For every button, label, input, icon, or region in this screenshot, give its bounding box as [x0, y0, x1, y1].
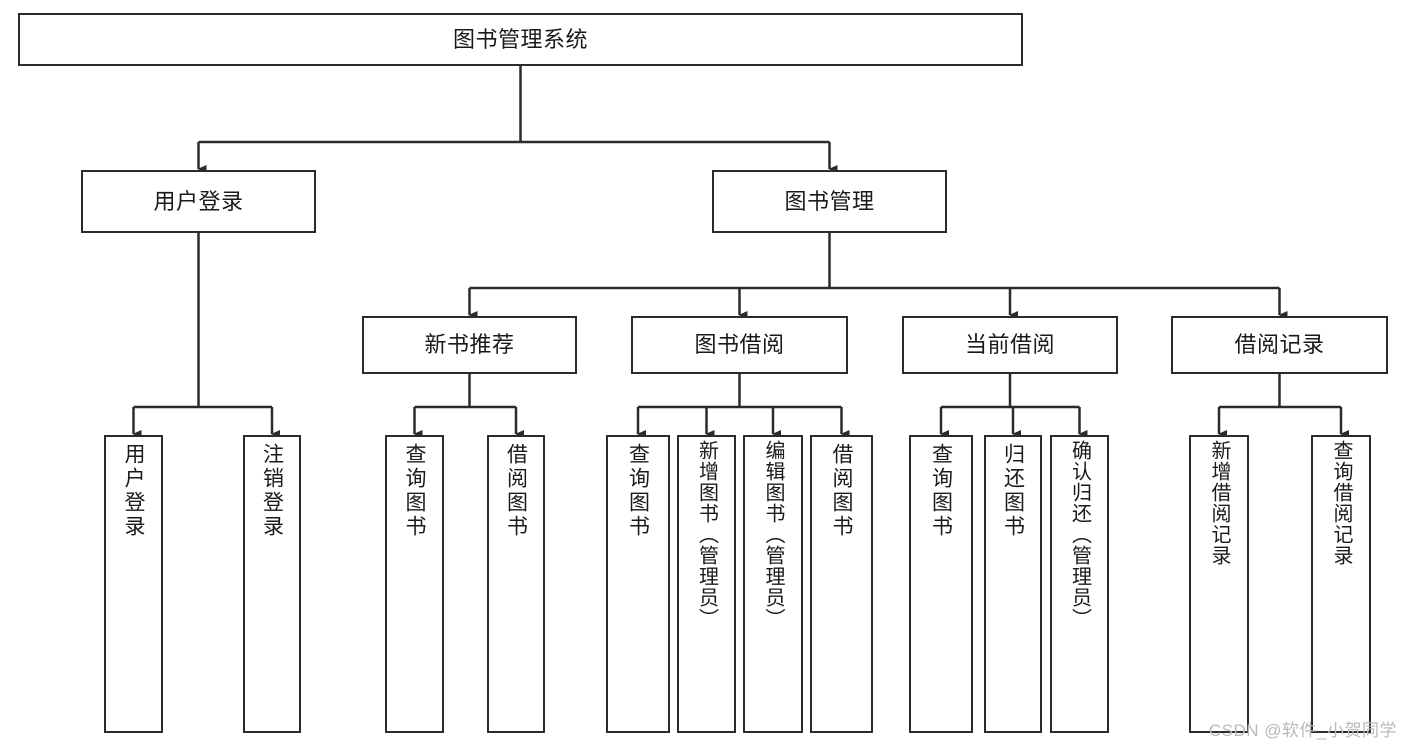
node-label: 借阅图书	[504, 443, 528, 539]
node-leaf-br-add[interactable]: 新增借阅记录	[1189, 435, 1249, 733]
node-leaf-bb-edit[interactable]: 编辑图书（管理员）	[743, 435, 803, 733]
node-user-login[interactable]: 用户登录	[81, 170, 316, 233]
node-label: 当前借阅	[964, 332, 1055, 358]
node-leaf-user-login[interactable]: 用户登录	[104, 435, 163, 733]
node-label: 图书管理系统	[452, 26, 588, 52]
node-book-borrow[interactable]: 图书借阅	[631, 316, 848, 374]
node-leaf-cb-query[interactable]: 查询图书	[909, 435, 973, 733]
node-label: 借阅记录	[1234, 332, 1325, 358]
node-leaf-rec-query[interactable]: 查询图书	[385, 435, 444, 733]
node-label: 注销登录	[260, 443, 284, 539]
node-label: 编辑图书（管理员）	[762, 440, 784, 629]
node-leaf-cb-return[interactable]: 归还图书	[984, 435, 1042, 733]
node-leaf-rec-borrow[interactable]: 借阅图书	[487, 435, 545, 733]
edge-group	[132, 66, 1349, 438]
node-leaf-user-logout[interactable]: 注销登录	[243, 435, 301, 733]
watermark: CSDN @软件_小贺同学	[1208, 721, 1397, 740]
node-label: 查询借阅记录	[1330, 440, 1352, 566]
node-label: 新书推荐	[424, 332, 515, 358]
node-leaf-bb-borrow[interactable]: 借阅图书	[810, 435, 873, 733]
node-new-book-rec[interactable]: 新书推荐	[362, 316, 577, 374]
node-label: 确认归还（管理员）	[1068, 440, 1091, 629]
node-label: 图书管理	[784, 188, 875, 214]
node-root[interactable]: 图书管理系统	[18, 13, 1023, 66]
node-current-borrow[interactable]: 当前借阅	[902, 316, 1118, 374]
node-label: 归还图书	[1001, 443, 1025, 539]
node-label: 查询图书	[929, 443, 953, 539]
node-leaf-br-query[interactable]: 查询借阅记录	[1311, 435, 1371, 733]
node-label: 用户登录	[153, 188, 244, 214]
node-leaf-bb-query[interactable]: 查询图书	[606, 435, 670, 733]
node-leaf-cb-confirm[interactable]: 确认归还（管理员）	[1050, 435, 1109, 733]
node-book-manage[interactable]: 图书管理	[712, 170, 947, 233]
node-borrow-record[interactable]: 借阅记录	[1171, 316, 1388, 374]
node-label: 新增图书（管理员）	[695, 440, 718, 629]
node-label: 查询图书	[626, 443, 650, 539]
node-label: 图书借阅	[694, 332, 785, 358]
node-label: 查询图书	[403, 443, 426, 539]
node-label: 借阅图书	[830, 443, 853, 539]
node-label: 新增借阅记录	[1208, 440, 1230, 566]
node-label: 用户登录	[122, 443, 145, 539]
node-leaf-bb-add[interactable]: 新增图书（管理员）	[677, 435, 736, 733]
